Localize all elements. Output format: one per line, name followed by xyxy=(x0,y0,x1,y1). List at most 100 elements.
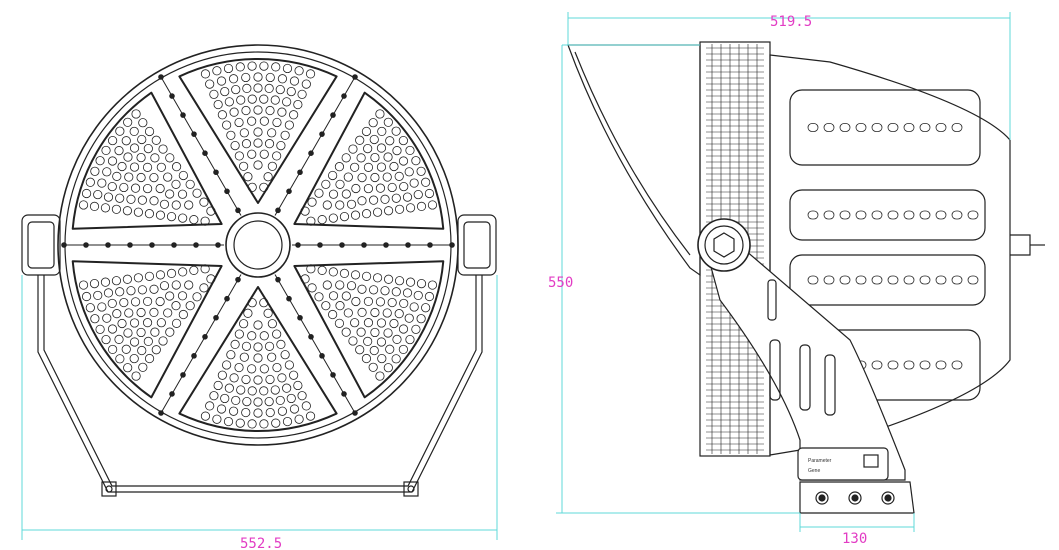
led xyxy=(102,313,112,323)
led xyxy=(171,301,181,311)
led xyxy=(328,267,338,277)
led xyxy=(93,290,103,301)
led xyxy=(276,339,286,349)
led xyxy=(369,134,379,145)
vent-channel xyxy=(789,189,986,241)
led xyxy=(247,94,257,104)
led xyxy=(272,151,282,161)
led xyxy=(277,373,287,383)
led xyxy=(314,188,324,198)
led xyxy=(370,327,380,338)
led xyxy=(199,283,209,293)
led xyxy=(171,162,182,172)
led xyxy=(101,334,111,345)
led xyxy=(112,171,122,181)
led xyxy=(253,375,263,385)
led xyxy=(253,408,263,418)
led xyxy=(416,201,427,211)
front-view xyxy=(21,44,497,497)
led xyxy=(356,153,366,163)
led xyxy=(78,200,89,210)
led xyxy=(241,139,252,149)
led xyxy=(413,290,423,301)
led xyxy=(363,162,374,172)
led xyxy=(242,83,252,93)
led xyxy=(267,128,277,138)
led xyxy=(277,406,288,416)
left-mount xyxy=(21,214,61,276)
led xyxy=(200,216,210,226)
led xyxy=(375,183,386,193)
led xyxy=(97,178,107,188)
led xyxy=(150,327,160,337)
nameplate-line1: Parameter xyxy=(808,458,832,464)
led xyxy=(259,386,269,396)
led xyxy=(165,153,175,163)
led xyxy=(411,324,421,334)
led xyxy=(306,216,316,226)
led xyxy=(369,345,379,356)
led xyxy=(185,301,195,311)
led xyxy=(350,318,360,328)
led xyxy=(277,107,287,117)
led xyxy=(85,177,95,187)
led xyxy=(107,298,117,309)
led xyxy=(108,135,118,146)
led xyxy=(267,161,277,171)
led xyxy=(382,172,392,182)
led xyxy=(270,95,280,105)
led xyxy=(259,364,269,374)
led xyxy=(115,126,125,136)
led xyxy=(115,193,125,203)
led xyxy=(372,273,383,283)
led xyxy=(200,69,211,79)
led xyxy=(247,298,257,308)
led xyxy=(253,320,263,330)
side-view: Parameter Gene xyxy=(567,41,1045,514)
led xyxy=(107,324,118,334)
led xyxy=(328,213,338,223)
led xyxy=(322,200,332,210)
led xyxy=(265,105,275,116)
led xyxy=(129,126,139,137)
led xyxy=(294,66,304,76)
led xyxy=(376,143,387,153)
led xyxy=(230,339,240,349)
led xyxy=(144,209,155,219)
led xyxy=(355,345,365,355)
led xyxy=(263,308,273,318)
led xyxy=(184,280,194,290)
led xyxy=(247,182,257,192)
led xyxy=(363,296,374,307)
led xyxy=(81,291,92,302)
led xyxy=(149,172,159,183)
led xyxy=(264,139,275,149)
led xyxy=(108,344,118,355)
led xyxy=(213,99,223,110)
led xyxy=(253,72,263,82)
led xyxy=(391,287,401,297)
led xyxy=(234,117,244,128)
led xyxy=(272,362,282,373)
led xyxy=(305,411,316,421)
led xyxy=(363,183,374,194)
led xyxy=(114,146,124,156)
led xyxy=(123,152,133,162)
led xyxy=(357,307,367,318)
led xyxy=(376,318,387,328)
led xyxy=(341,291,351,301)
led xyxy=(368,362,378,372)
led xyxy=(241,341,252,351)
led xyxy=(123,328,133,338)
led xyxy=(289,110,299,120)
led xyxy=(137,345,147,356)
led xyxy=(335,280,345,290)
led xyxy=(142,162,153,172)
led xyxy=(421,177,431,187)
led xyxy=(93,189,103,200)
led xyxy=(282,97,292,107)
led xyxy=(156,162,166,172)
led xyxy=(394,309,404,319)
led xyxy=(317,215,327,225)
led-module xyxy=(178,58,358,216)
